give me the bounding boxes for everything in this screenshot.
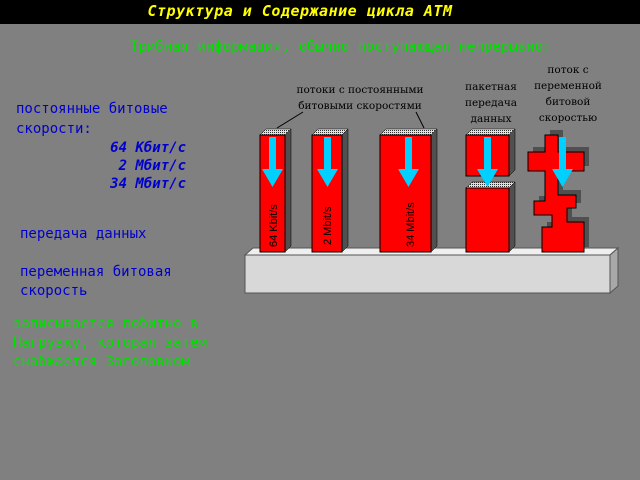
subtitle: Трибная информация, обычно поступающая н… bbox=[130, 39, 552, 55]
down-arrow-icon bbox=[477, 137, 498, 187]
rate-34mbit: 34 Мбит/с bbox=[110, 176, 186, 192]
payload-note: записывается побитно в Нагрузку, которая… bbox=[13, 315, 207, 372]
vbr-stream-label-line4: скоростью bbox=[538, 112, 598, 124]
vbr-label-line1: переменная битовая bbox=[20, 264, 172, 280]
down-arrow-icon bbox=[552, 137, 573, 187]
vbr-stream-label-line1: поток с bbox=[547, 64, 589, 76]
bar-label-64kbit: 64 Kbit/s bbox=[268, 204, 280, 247]
note-line1: записывается побитно в bbox=[13, 316, 199, 332]
leader-line-left bbox=[276, 111, 304, 129]
cbr-group-label: потоки с постоянными битовыми скоростями bbox=[270, 82, 450, 114]
cbr-group-label-line2: битовыми скоростями bbox=[298, 100, 422, 112]
stream-bar-2mbit bbox=[311, 128, 349, 253]
title-bar bbox=[0, 0, 640, 24]
packet-label-line3: данных bbox=[470, 113, 512, 125]
stream-bar-34mbit bbox=[379, 128, 438, 253]
rate-2mbit: 2 Мбит/с bbox=[118, 158, 186, 174]
data-transfer-label: передача данных bbox=[20, 226, 147, 242]
note-line3: снабжается Заголовком bbox=[13, 354, 191, 370]
down-arrow-icon bbox=[317, 137, 338, 187]
down-arrow-icon bbox=[262, 137, 283, 187]
bar-label-34mbit: 34 Mbit/s bbox=[405, 202, 417, 247]
variable-rate-stream bbox=[527, 130, 589, 253]
stream-bar-64kbit bbox=[259, 128, 292, 253]
packet-label: пакетная передача данных bbox=[455, 79, 527, 127]
packet-label-line2: передача bbox=[464, 97, 518, 109]
cbr-group-label-line1: потоки с постоянными bbox=[296, 84, 424, 96]
packet-label-line1: пакетная bbox=[465, 81, 517, 93]
platform bbox=[243, 246, 620, 295]
down-arrow-icon bbox=[398, 137, 419, 187]
packet-data-blocks bbox=[465, 128, 516, 253]
rate-64kbit: 64 Кбит/с bbox=[110, 140, 186, 156]
note-line2: Нагрузку, которая затем bbox=[13, 335, 207, 351]
bar-label-2mbit: 2 Mbit/s bbox=[322, 206, 334, 245]
cbr-label-line2: скорости: bbox=[16, 121, 92, 137]
vbr-stream-label-line3: битовой bbox=[545, 96, 591, 108]
vbr-label-line2: скорость bbox=[20, 283, 88, 299]
cbr-label-line1: постоянные битовые bbox=[16, 101, 168, 117]
page-title: Структура и Содержание цикла ATM bbox=[147, 2, 453, 20]
leader-line-right bbox=[415, 111, 425, 129]
vbr-stream-label-line2: переменной bbox=[534, 80, 602, 92]
vbr-stream-label: поток с переменной битовой скоростью bbox=[528, 62, 608, 126]
